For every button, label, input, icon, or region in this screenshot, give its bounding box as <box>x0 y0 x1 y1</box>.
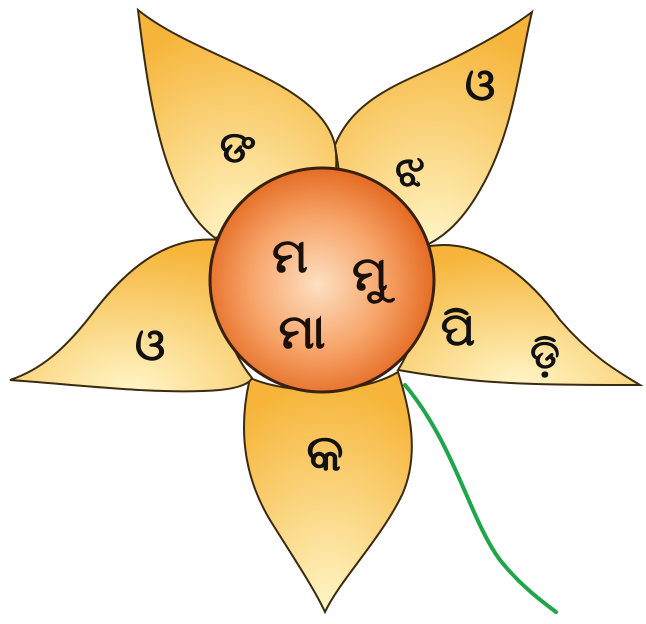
letter-top-left-petal: ଙ <box>220 122 256 173</box>
letter-bottom-petal: କ <box>307 424 344 482</box>
center-letter-3: ମା <box>279 304 326 360</box>
letter-right-petal-2: ଡ଼ି <box>530 332 560 378</box>
letter-top-right-petal-2: ଝ <box>395 146 425 197</box>
letter-left-petal: ଓ <box>135 320 165 371</box>
petal-bottom <box>244 372 412 612</box>
letter-right-petal-1: ପି <box>441 302 475 356</box>
center-letter-1: ମ <box>272 228 308 284</box>
stem <box>405 385 556 612</box>
letter-top-right-petal-1: ଓ <box>465 60 495 111</box>
